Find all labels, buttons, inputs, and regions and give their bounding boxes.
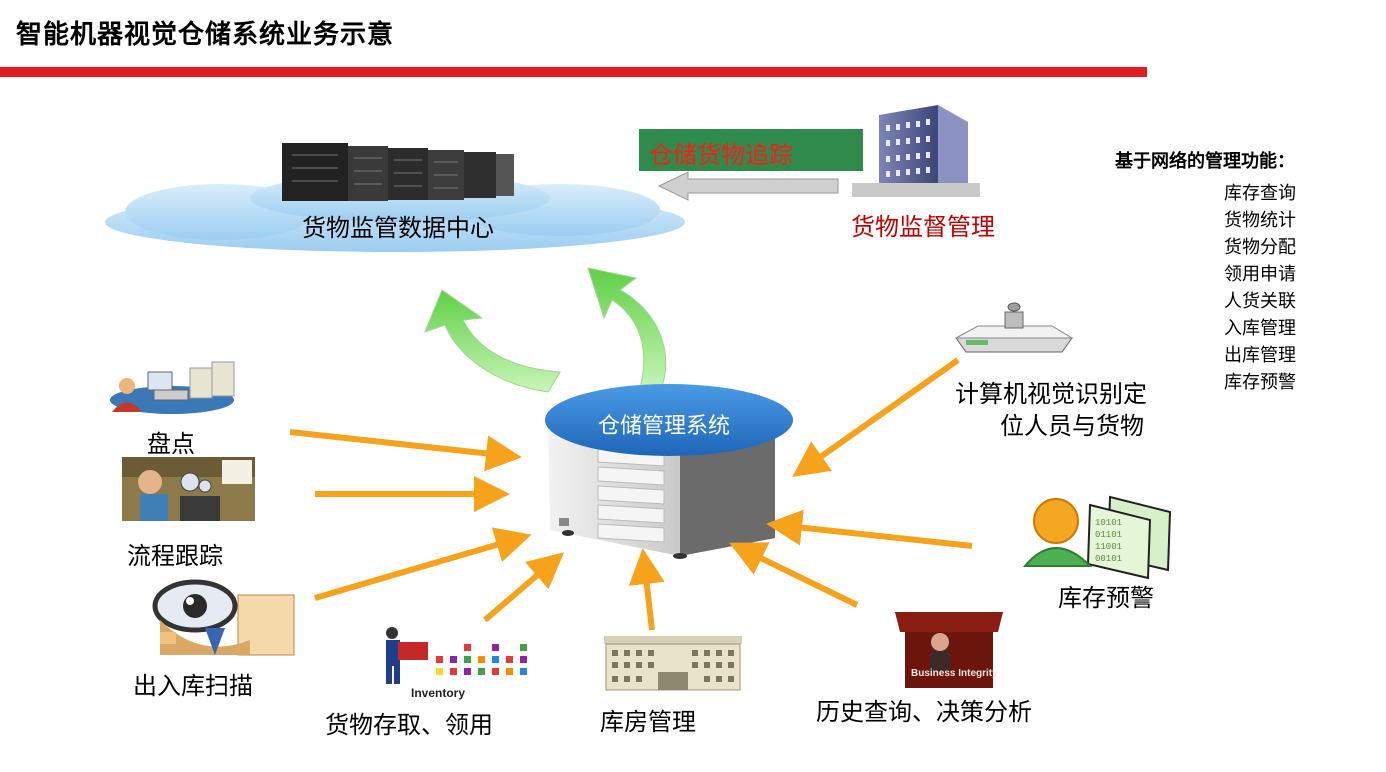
inout-scan-label: 出入库扫描 xyxy=(133,672,253,700)
page-title: 智能机器视觉仓储系统业务示意 xyxy=(16,20,395,50)
business-integrity-icon: Business Integrity xyxy=(895,612,1003,688)
side-panel-item: 领用申请 xyxy=(1224,264,1296,285)
svg-text:11001: 11001 xyxy=(1095,542,1122,552)
arrow-cv-recognition xyxy=(792,357,960,477)
server-rack-icon xyxy=(282,143,514,201)
tracking-box-label: 仓储货物追踪 xyxy=(649,141,793,169)
side-panel-item: 货物分配 xyxy=(1224,237,1296,258)
stock-warning-label: 库存预警 xyxy=(1058,584,1154,612)
side-panel-title: 基于网络的管理功能： xyxy=(1115,151,1295,172)
side-panel-item: 库存预警 xyxy=(1224,372,1296,393)
magnifier-scan-icon xyxy=(152,579,295,656)
cv-label-line1: 计算机视觉识别定 xyxy=(955,380,1147,408)
side-panel-item: 人货关联 xyxy=(1224,291,1296,312)
stock-warning-icon: 10101 01101 11001 00101 xyxy=(1022,495,1172,580)
arrow-history-query xyxy=(729,542,859,608)
cv-label-line2: 位人员与货物 xyxy=(1000,412,1144,440)
inventory-worker-icon: Inventory xyxy=(386,627,527,700)
process-tracking-photo xyxy=(122,457,255,521)
side-panel-list: 库存查询 货物统计 货物分配 领用申请 人货关联 入库管理 出库管理 库存预警 xyxy=(1224,180,1296,396)
camera-device-icon xyxy=(955,302,1074,353)
wms-server-icon xyxy=(548,425,775,559)
warehouse-building-icon xyxy=(604,636,742,691)
gray-left-arrow xyxy=(657,171,839,201)
title-divider xyxy=(0,67,1147,77)
inventory-count-label: 盘点 xyxy=(147,430,195,458)
process-tracking-label: 流程跟踪 xyxy=(127,542,223,570)
business-integrity-text: Business Integrity xyxy=(911,668,998,679)
svg-text:00101: 00101 xyxy=(1095,554,1122,564)
inventory-count-icon xyxy=(110,361,235,414)
green-curved-arrow-right xyxy=(587,267,667,393)
side-panel-item: 出库管理 xyxy=(1224,345,1296,366)
wms-label: 仓储管理系统 xyxy=(598,414,731,439)
office-building-icon xyxy=(852,105,980,197)
green-curved-arrow-left xyxy=(424,289,561,393)
arrow-inout-scan xyxy=(314,527,532,601)
wms-ellipse xyxy=(545,384,793,456)
side-panel-item: 库存查询 xyxy=(1224,183,1296,204)
storage-access-label: 货物存取、领用 xyxy=(325,711,493,739)
svg-text:01101: 01101 xyxy=(1095,530,1122,540)
warehouse-mgmt-label: 库房管理 xyxy=(600,708,696,736)
svg-text:10101: 10101 xyxy=(1095,518,1122,528)
arrow-stock-warning xyxy=(766,509,973,549)
tracking-box: 仓储货物追踪 xyxy=(639,129,863,171)
arrow-inventory-count xyxy=(289,429,522,472)
history-query-label: 历史查询、决策分析 xyxy=(816,698,1032,726)
inventory-text: Inventory xyxy=(411,686,465,700)
arrow-storage-access xyxy=(483,552,565,623)
arrow-warehouse-mgmt xyxy=(628,548,665,631)
data-center-label: 货物监管数据中心 xyxy=(302,214,494,242)
side-panel-item: 货物统计 xyxy=(1224,210,1296,231)
side-panel-item: 入库管理 xyxy=(1224,318,1296,339)
supervision-label: 货物监督管理 xyxy=(851,213,995,241)
